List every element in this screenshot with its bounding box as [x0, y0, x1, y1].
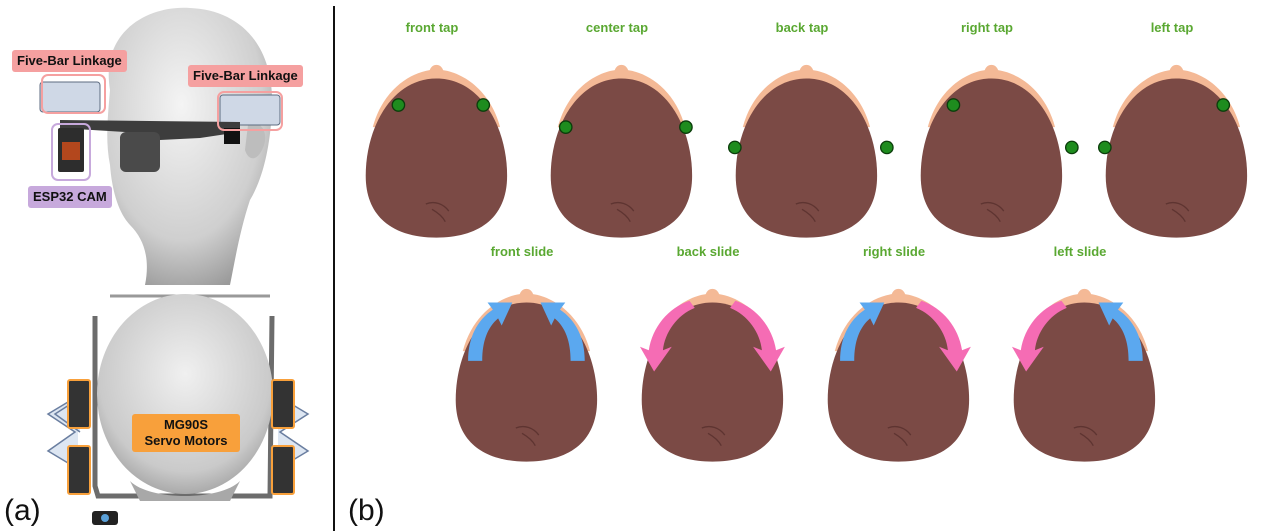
tap-front-head: [342, 52, 522, 242]
slide-2-head: [804, 276, 984, 466]
tap-point-icon: [729, 141, 741, 153]
tap-point-icon: [477, 99, 489, 111]
panel-a: Five-Bar Linkage Five-Bar Linkage ESP32 …: [0, 0, 333, 531]
slide-3-caption: left slide: [1000, 244, 1160, 259]
tap-point-icon: [881, 141, 893, 153]
tap-right-caption: right tap: [907, 20, 1067, 35]
panel-a-label: (a): [4, 494, 41, 528]
glasses-head-illustration: [0, 0, 333, 290]
tap-center-head: [527, 52, 707, 242]
panel-b: front tap center tap back tap right tap …: [336, 0, 1266, 531]
tap-point-icon: [392, 99, 404, 111]
slide-0-head: [432, 276, 612, 466]
tap-back-caption: back tap: [722, 20, 882, 35]
esp32-cam-tag: ESP32 CAM: [28, 186, 112, 208]
tap-point-icon: [1099, 141, 1111, 153]
tap-point-icon: [1066, 141, 1078, 153]
five-bar-linkage-tag-left: Five-Bar Linkage: [12, 50, 127, 72]
slide-3-head: [990, 276, 1170, 466]
servo-head-illustration: [0, 286, 333, 531]
tap-front-caption: front tap: [352, 20, 512, 35]
servo-tag-line2: Servo Motors: [138, 433, 234, 449]
tap-left-head: [1082, 52, 1262, 242]
tap-point-icon: [560, 121, 572, 133]
servo-tag-line1: MG90S: [138, 417, 234, 433]
tap-back-head: [712, 52, 892, 242]
tap-right-head: [897, 52, 1077, 242]
panel-b-label: (b): [348, 494, 385, 528]
tap-left-caption: left tap: [1092, 20, 1252, 35]
panel-divider: [333, 6, 335, 531]
slide-1-caption: back slide: [628, 244, 788, 259]
slide-0-caption: front slide: [442, 244, 602, 259]
slide-1-head: [618, 276, 798, 466]
tap-point-icon: [947, 99, 959, 111]
slide-2-caption: right slide: [814, 244, 974, 259]
tap-point-icon: [680, 121, 692, 133]
five-bar-linkage-tag-right: Five-Bar Linkage: [188, 65, 303, 87]
servo-motors-tag: MG90S Servo Motors: [132, 414, 240, 452]
tap-point-icon: [1217, 99, 1229, 111]
tap-center-caption: center tap: [537, 20, 697, 35]
